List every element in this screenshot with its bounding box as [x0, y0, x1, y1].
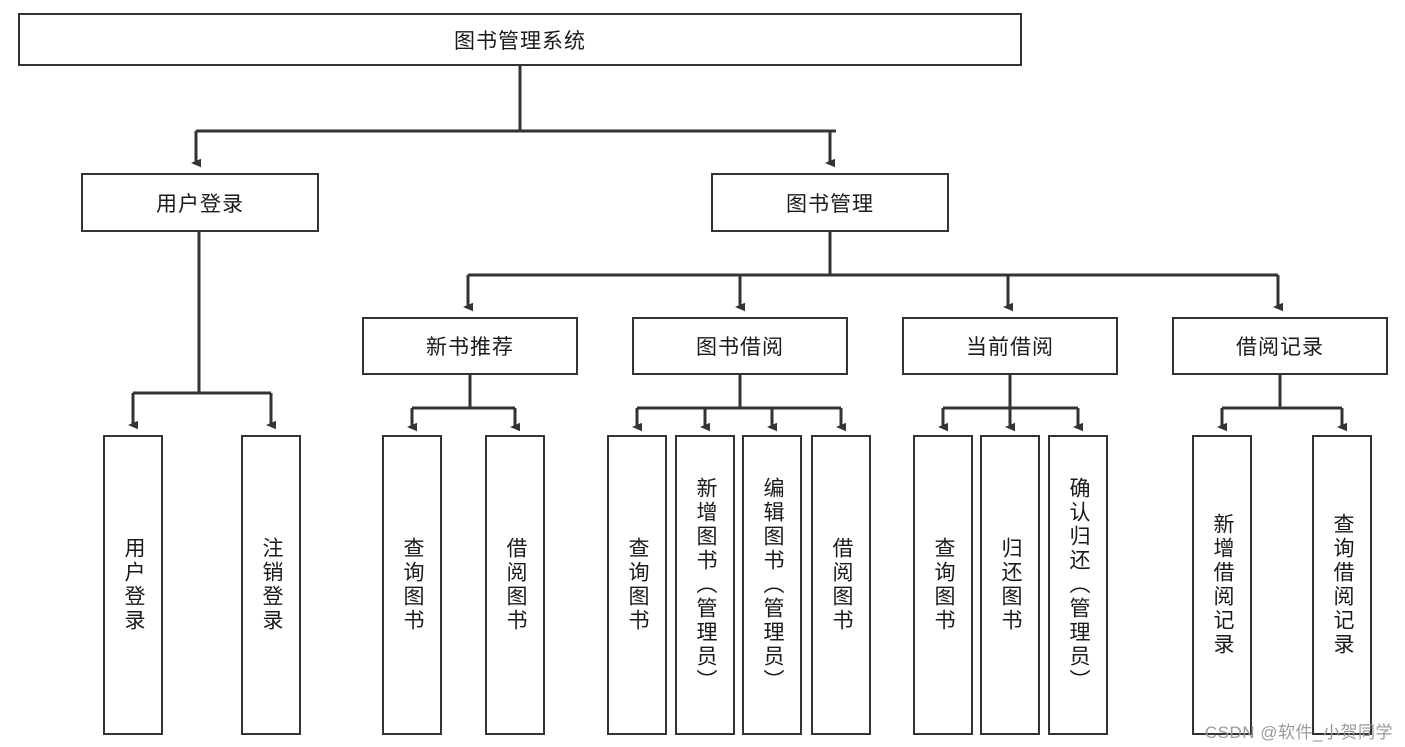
node-user-login[interactable]: 用户登录	[81, 173, 319, 232]
leaf-book-borrow-add-book-admin[interactable]: 新增图书（管理员）	[675, 435, 735, 735]
node-book-management[interactable]: 图书管理	[711, 173, 949, 232]
node-new-book-recommend[interactable]: 新书推荐	[362, 317, 578, 375]
leaf-new-book-query-book[interactable]: 查询图书	[382, 435, 442, 735]
leaf-book-borrow-edit-book-admin[interactable]: 编辑图书（管理员）	[742, 435, 802, 735]
leaf-user-login-login[interactable]: 用户登录	[103, 435, 163, 735]
leaf-current-borrow-confirm-return-admin[interactable]: 确认归还（管理员）	[1048, 435, 1108, 735]
node-borrow-record[interactable]: 借阅记录	[1172, 317, 1388, 375]
leaf-new-book-borrow-book[interactable]: 借阅图书	[485, 435, 545, 735]
node-book-borrow[interactable]: 图书借阅	[632, 317, 848, 375]
leaf-current-borrow-query-book[interactable]: 查询图书	[913, 435, 973, 735]
node-current-borrow[interactable]: 当前借阅	[902, 317, 1118, 375]
leaf-book-borrow-borrow-book[interactable]: 借阅图书	[811, 435, 871, 735]
leaf-current-borrow-return-book[interactable]: 归还图书	[980, 435, 1040, 735]
leaf-book-borrow-query-book[interactable]: 查询图书	[607, 435, 667, 735]
node-root-book-management-system[interactable]: 图书管理系统	[18, 13, 1022, 66]
leaf-borrow-record-query-record[interactable]: 查询借阅记录	[1312, 435, 1372, 735]
leaf-user-login-logout[interactable]: 注销登录	[241, 435, 301, 735]
leaf-borrow-record-add-record[interactable]: 新增借阅记录	[1192, 435, 1252, 735]
watermark-text: CSDN @软件_小贺同学	[1204, 723, 1393, 742]
